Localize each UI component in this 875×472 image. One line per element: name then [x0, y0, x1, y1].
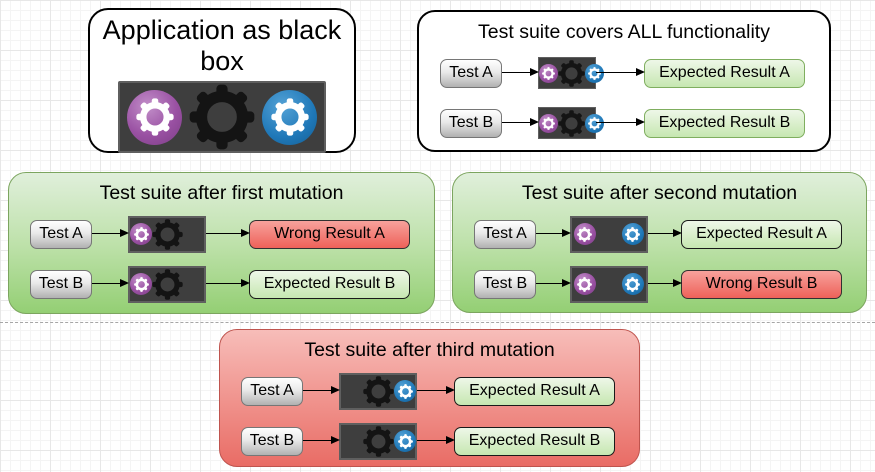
application-gearbox[interactable]	[538, 57, 604, 89]
blue-gear-icon	[621, 273, 644, 295]
black-gear-icon	[152, 269, 183, 300]
arrow-connector[interactable]	[417, 436, 455, 445]
mutated-application-gearbox[interactable]	[339, 422, 417, 460]
flow-row-test-b: Test B Expected Result B	[241, 422, 615, 460]
result-node-wrong[interactable]: Wrong Result B	[681, 269, 842, 299]
black-gear-icon	[558, 60, 585, 87]
purple-gear-icon	[130, 273, 152, 295]
purple-gear-icon	[130, 223, 152, 245]
arrow-connector[interactable]	[303, 386, 340, 395]
arrow-connector[interactable]	[647, 279, 682, 288]
blue-gear-icon	[394, 380, 416, 402]
arrow-connector[interactable]	[92, 279, 129, 288]
mutated-application-gearbox[interactable]	[569, 265, 648, 303]
arrow-connector[interactable]	[596, 68, 645, 77]
mutated-application-gearbox[interactable]	[339, 372, 417, 410]
test-node[interactable]: Test A	[440, 58, 502, 88]
black-gear-icon	[152, 219, 183, 250]
test-node[interactable]: Test B	[241, 426, 303, 456]
test-node[interactable]: Test B	[30, 269, 92, 299]
arrow-connector[interactable]	[596, 118, 645, 127]
black-gear-icon	[363, 376, 394, 407]
flow-row-test-b: Test B Wrong Result B	[474, 265, 842, 303]
arrow-connector[interactable]	[536, 229, 570, 238]
panel-title: Test suite after second mutation	[521, 182, 798, 204]
arrow-connector[interactable]	[502, 118, 539, 127]
flow-row-test-b: Test B Expected Result B	[440, 106, 805, 140]
panel-suite-all-functionality[interactable]: Test suite covers ALL functionality Test…	[417, 10, 831, 152]
result-node-wrong[interactable]: Wrong Result A	[249, 219, 410, 249]
application-gear-strip[interactable]	[118, 81, 326, 153]
result-node-expected[interactable]: Expected Result B	[644, 108, 805, 138]
blue-gear-icon	[621, 223, 644, 245]
black-gear-icon	[189, 84, 255, 150]
arrow-connector[interactable]	[647, 229, 682, 238]
arrow-connector[interactable]	[502, 68, 539, 77]
result-node-expected[interactable]: Expected Result A	[681, 219, 842, 249]
panel-third-mutation[interactable]: Test suite after third mutation Test A E…	[219, 329, 640, 467]
flow-row-test-a: Test A Expected Result A	[474, 215, 842, 253]
result-node-expected[interactable]: Expected Result B	[454, 426, 615, 456]
panel-application-black-box[interactable]: Application as black box	[88, 8, 356, 153]
flow-row-test-a: Test A Expected Result A	[440, 56, 805, 90]
blue-gear-icon	[394, 430, 416, 452]
arrow-connector[interactable]	[417, 386, 455, 395]
result-node-expected[interactable]: Expected Result A	[454, 376, 615, 406]
panel-first-mutation[interactable]: Test suite after first mutation Test A W…	[8, 172, 435, 314]
panel-title: Test suite covers ALL functionality	[478, 21, 770, 43]
purple-gear-icon	[127, 89, 182, 145]
mutated-application-gearbox[interactable]	[128, 265, 206, 303]
page-break-line	[0, 322, 875, 323]
arrow-connector[interactable]	[303, 436, 340, 445]
app-box-title: Application as black box	[102, 15, 342, 76]
blue-gear-icon	[585, 63, 604, 83]
mutated-application-gearbox[interactable]	[128, 215, 206, 253]
arrow-connector[interactable]	[536, 279, 570, 288]
flow-row-test-a: Test A Expected Result A	[241, 372, 615, 410]
arrow-connector[interactable]	[206, 229, 250, 238]
application-gearbox[interactable]	[538, 107, 604, 139]
arrow-connector[interactable]	[92, 229, 129, 238]
test-node[interactable]: Test A	[474, 219, 536, 249]
test-node[interactable]: Test B	[440, 108, 502, 138]
result-node-expected[interactable]: Expected Result B	[249, 269, 410, 299]
mutated-application-gearbox[interactable]	[569, 215, 648, 253]
flow-row-test-a: Test A Wrong Result A	[30, 215, 410, 253]
arrow-connector[interactable]	[206, 279, 250, 288]
blue-gear-icon	[262, 89, 317, 145]
test-node[interactable]: Test A	[30, 219, 92, 249]
panel-second-mutation[interactable]: Test suite after second mutation Test A …	[452, 172, 867, 313]
panel-title: Test suite after third mutation	[304, 339, 555, 361]
test-node[interactable]: Test B	[474, 269, 536, 299]
blue-gear-icon	[585, 113, 604, 133]
purple-gear-icon	[539, 113, 558, 133]
flow-row-test-b: Test B Expected Result B	[30, 265, 410, 303]
panel-title: Test suite after first mutation	[99, 182, 344, 204]
purple-gear-icon	[573, 273, 596, 295]
purple-gear-icon	[539, 63, 558, 83]
test-node[interactable]: Test A	[241, 376, 303, 406]
purple-gear-icon	[573, 223, 596, 245]
black-gear-icon	[558, 110, 585, 137]
result-node-expected[interactable]: Expected Result A	[644, 58, 805, 88]
black-gear-icon	[363, 426, 394, 457]
